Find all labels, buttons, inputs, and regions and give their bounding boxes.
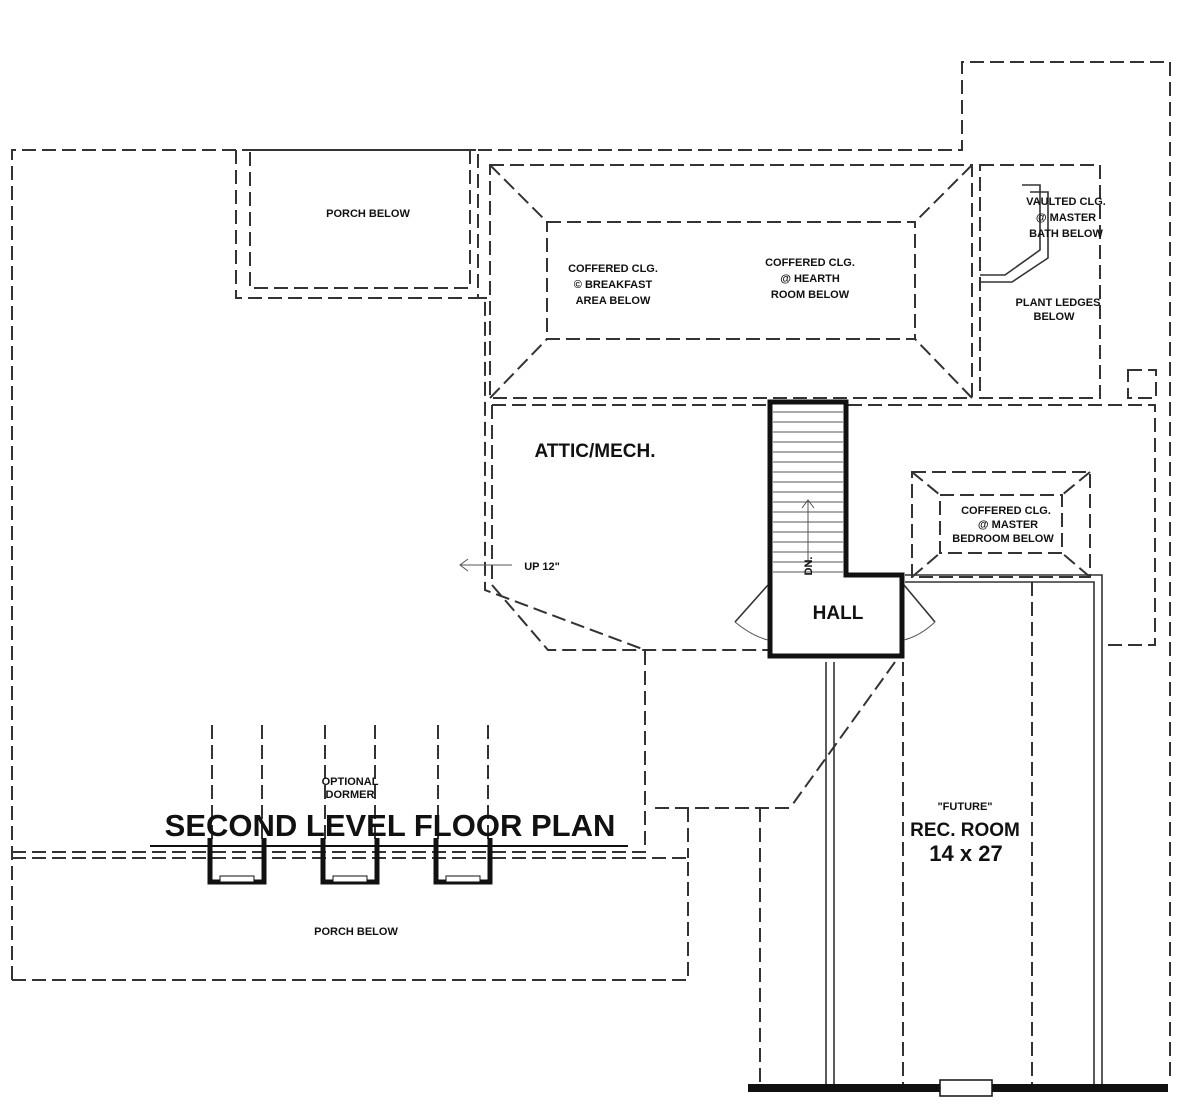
- coffered-ceiling-breakfast-hearth: COFFERED CLG. © BREAKFAST AREA BELOW COF…: [489, 164, 973, 399]
- coffered-breakfast-line-1: COFFERED CLG.: [568, 263, 658, 275]
- attic-label: ATTIC/MECH.: [534, 441, 655, 462]
- roof-outline: [11, 61, 1171, 1080]
- optional-dormers: OPTIONAL DORMER: [207, 725, 493, 885]
- dormer-3: [433, 725, 493, 885]
- plant-ledges-line-2: BELOW: [1034, 311, 1076, 323]
- coffered-hearth-line-3: ROOM BELOW: [771, 289, 850, 301]
- up-label: UP 12": [524, 561, 560, 573]
- stair-and-hall: DN. HALL: [734, 399, 936, 659]
- coffered-breakfast-line-2: © BREAKFAST: [574, 279, 653, 291]
- hall-door-left: [734, 584, 769, 641]
- porch-below-top: PORCH BELOW: [235, 149, 478, 299]
- coffered-master-line-1: COFFERED CLG.: [961, 505, 1051, 517]
- vaulted-line-3: BATH BELOW: [1029, 228, 1103, 240]
- plant-ledges-line-1: PLANT LEDGES: [1016, 297, 1101, 309]
- vaulted-line-2: @ MASTER: [1036, 212, 1096, 224]
- vaulted-line-1: VAULTED CLG.: [1026, 196, 1106, 208]
- coffered-ceiling-master-bedroom: COFFERED CLG. @ MASTER BEDROOM BELOW: [911, 471, 1091, 578]
- coffered-hearth-line-2: @ HEARTH: [780, 273, 840, 285]
- coffered-hearth-line-1: COFFERED CLG.: [765, 257, 855, 269]
- attic-mech-area: ATTIC/MECH. UP 12": [459, 404, 1156, 651]
- coffered-master-line-3: BEDROOM BELOW: [952, 533, 1054, 545]
- hall-label: HALL: [813, 603, 864, 624]
- dormer-label-line-1: OPTIONAL: [322, 776, 379, 788]
- rec-room-size: 14 x 27: [929, 841, 1002, 866]
- rec-room-window: [939, 1079, 993, 1097]
- future-label: "FUTURE": [937, 801, 992, 813]
- rec-room-label: REC. ROOM: [910, 820, 1020, 841]
- plan-title-block: SECOND LEVEL FLOOR PLAN: [150, 808, 628, 847]
- dormer-1: [207, 725, 267, 885]
- porch-below-bottom-label: PORCH BELOW: [314, 926, 398, 938]
- porch-below-top-label: PORCH BELOW: [326, 208, 410, 220]
- future-rec-room: "FUTURE" REC. ROOM 14 x 27: [655, 574, 1168, 1097]
- coffered-master-line-2: @ MASTER: [978, 519, 1038, 531]
- vaulted-master-bath: VAULTED CLG. @ MASTER BATH BELOW PLANT L…: [979, 164, 1157, 399]
- stair-dn-label: DN.: [803, 557, 815, 576]
- dormer-2: [320, 725, 380, 885]
- plan-title: SECOND LEVEL FLOOR PLAN: [165, 808, 616, 843]
- dormer-label-line-2: DORMER: [326, 789, 375, 801]
- hall-door-right: [903, 584, 936, 641]
- coffered-breakfast-line-3: AREA BELOW: [576, 295, 651, 307]
